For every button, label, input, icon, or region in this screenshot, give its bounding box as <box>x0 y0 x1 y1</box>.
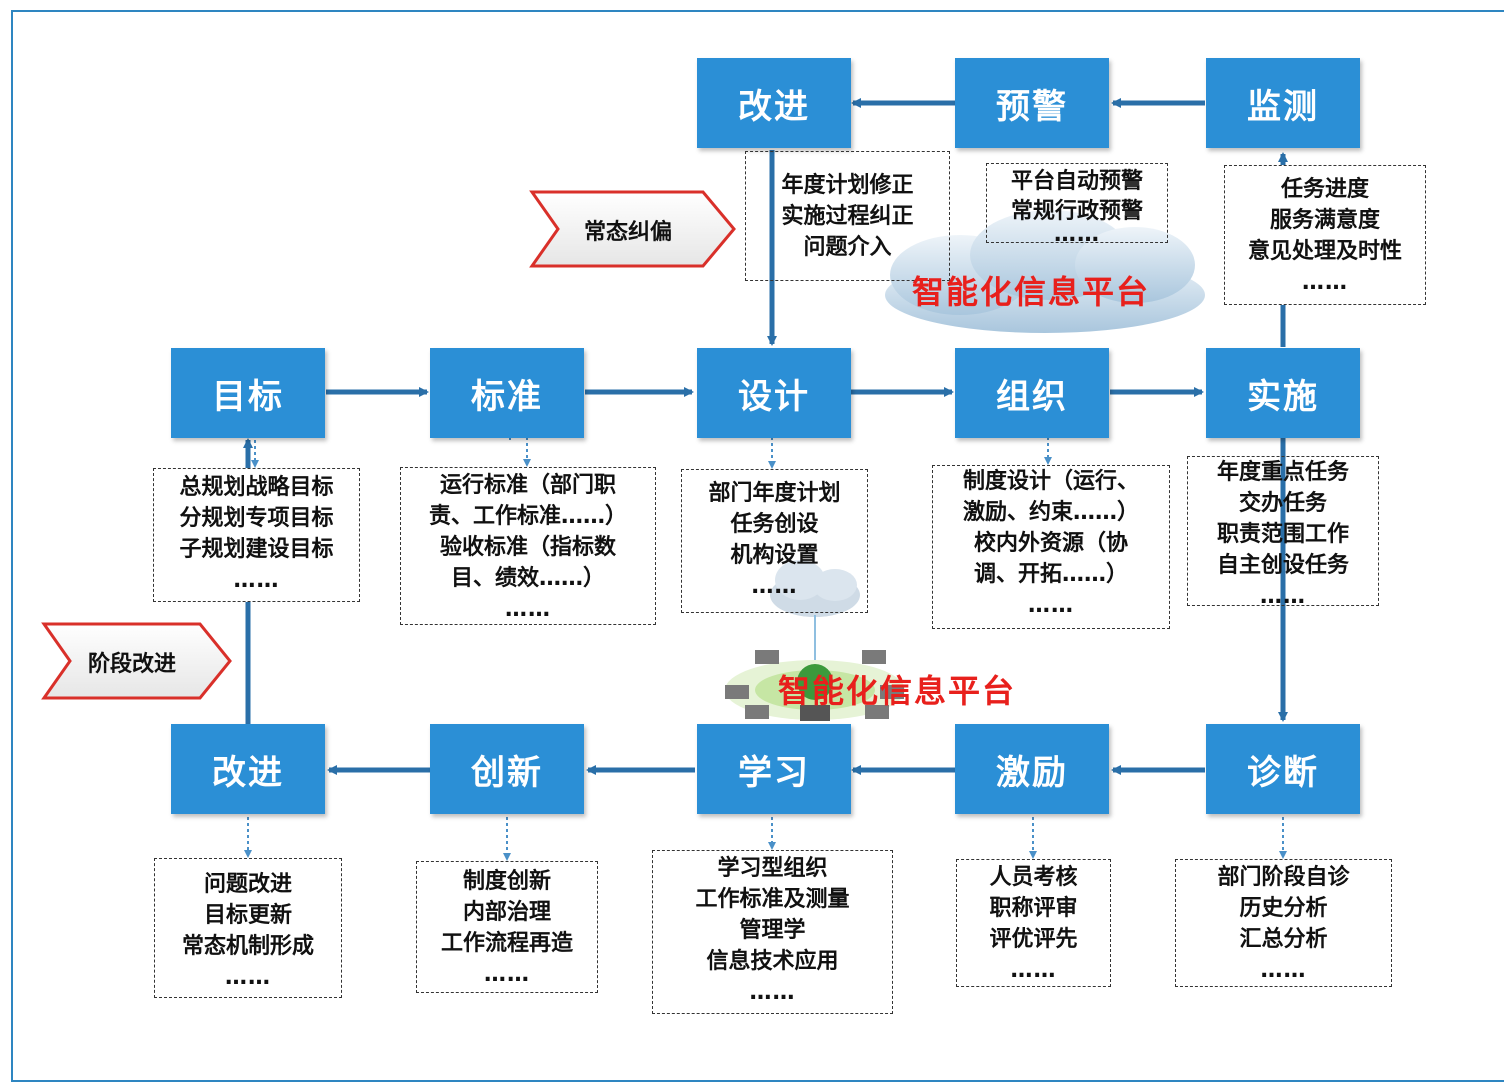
box-line: 管理学 <box>739 918 806 943</box>
stage-improvement-label: 阶段改进 <box>88 652 177 677</box>
box-line: 常态机制形成 <box>181 934 314 959</box>
node-standard: 标准 <box>430 348 584 438</box>
box-line: …… <box>1010 958 1057 983</box>
box-line: 校内外资源（协 <box>973 531 1128 556</box>
cloud-top-icon <box>885 210 1205 333</box>
box-top-improve: 年度计划修正 实施过程纠正 问题介入 <box>745 151 950 281</box>
box-line: 任务创设 <box>730 512 819 537</box>
box-line: 工作流程再造 <box>440 931 573 956</box>
box-bottom-improve: 问题改进 目标更新 常态机制形成 …… <box>154 858 342 998</box>
box-line: 激励、约束……） <box>962 500 1139 525</box>
box-learn: 学习型组织 工作标准及测量 管理学 信息技术应用 …… <box>652 850 893 1014</box>
box-line: …… <box>1054 222 1100 247</box>
box-warning: 平台自动预警 常规行政预警 …… <box>986 163 1168 247</box>
node-learn: 学习 <box>697 724 851 814</box>
box-line: …… <box>751 574 798 599</box>
box-line: 工作标准及测量 <box>695 887 850 912</box>
box-line: 验收标准（指标数 <box>439 535 616 560</box>
box-design: 部门年度计划 任务创设 机构设置 …… <box>681 469 868 613</box>
node-diagnose: 诊断 <box>1206 724 1360 814</box>
box-line: …… <box>1028 593 1074 618</box>
box-line: 汇总分析 <box>1239 927 1328 952</box>
box-line: 自主创设任务 <box>1216 553 1349 578</box>
box-line: 目、绩效……） <box>450 566 605 591</box>
chevron-stage-improvement <box>41 622 232 700</box>
node-design: 设计 <box>697 348 851 438</box>
node-top-improve: 改进 <box>697 58 851 148</box>
node-goal: 目标 <box>171 348 325 438</box>
box-line: 实施过程纠正 <box>781 204 914 229</box>
box-line: 职责范围工作 <box>1216 522 1349 547</box>
box-line: …… <box>233 568 280 593</box>
box-implement: 年度重点任务 交办任务 职责范围工作 自主创设任务 …… <box>1187 456 1379 609</box>
box-monitor: 任务进度 服务满意度 意见处理及时性 …… <box>1224 165 1426 305</box>
box-line: 年度重点任务 <box>1216 460 1349 485</box>
box-line: 历史分析 <box>1239 896 1328 921</box>
node-monitor: 监测 <box>1206 58 1360 148</box>
box-line: 目标更新 <box>203 903 292 928</box>
box-incentive: 人员考核 职称评审 评优评先 …… <box>956 859 1111 987</box>
box-line: 调、开拓……） <box>973 562 1128 587</box>
box-line: …… <box>1260 584 1306 609</box>
chevron-routine-correction <box>529 190 736 268</box>
box-line: 学习型组织 <box>717 856 828 881</box>
box-line: 机构设置 <box>730 543 819 568</box>
box-line: …… <box>505 597 551 622</box>
box-line: 部门阶段自诊 <box>1217 865 1350 890</box>
box-line: 人员考核 <box>989 865 1078 890</box>
box-line: 内部治理 <box>462 900 551 925</box>
network-illustration-icon <box>725 560 905 721</box>
box-line: 任务进度 <box>1280 177 1369 202</box>
box-line: …… <box>225 965 271 990</box>
box-line: 部门年度计划 <box>708 481 841 506</box>
box-innovate: 制度创新 内部治理 工作流程再造 …… <box>416 861 598 993</box>
box-line: 意见处理及时性 <box>1247 239 1402 264</box>
box-line: 问题介入 <box>803 235 892 260</box>
platform-center-label: 智能化信息平台 <box>778 672 1017 710</box>
platform-top-label: 智能化信息平台 <box>912 273 1151 311</box>
node-innovate: 创新 <box>430 724 584 814</box>
box-line: 交办任务 <box>1238 491 1327 516</box>
box-line: 分规划专项目标 <box>179 506 334 531</box>
box-organize: 制度设计（运行、 激励、约束……） 校内外资源（协 调、开拓……） …… <box>932 465 1170 629</box>
box-diagnose: 部门阶段自诊 历史分析 汇总分析 …… <box>1175 859 1392 987</box>
box-line: 责、工作标准……） <box>428 504 627 529</box>
box-line: …… <box>1260 958 1307 983</box>
box-line: 信息技术应用 <box>706 949 839 974</box>
node-incentive: 激励 <box>955 724 1109 814</box>
box-line: 总规划战略目标 <box>179 475 334 500</box>
node-implement: 实施 <box>1206 348 1360 438</box>
node-bottom-improve: 改进 <box>171 724 325 814</box>
box-line: 评优评先 <box>989 927 1078 952</box>
box-line: …… <box>1302 270 1348 295</box>
box-standard: 运行标准（部门职 责、工作标准……） 验收标准（指标数 目、绩效……） …… <box>400 467 656 625</box>
box-line: 常规行政预警 <box>1010 199 1143 224</box>
box-line: …… <box>749 980 796 1005</box>
box-line: 运行标准（部门职 <box>439 473 616 498</box>
box-line: 服务满意度 <box>1269 208 1380 233</box>
box-line: 制度设计（运行、 <box>962 469 1139 494</box>
node-warning: 预警 <box>955 58 1109 148</box>
box-line: 制度创新 <box>462 869 551 894</box>
box-line: 年度计划修正 <box>781 173 914 198</box>
box-goal: 总规划战略目标 分规划专项目标 子规划建设目标 …… <box>153 468 360 602</box>
box-line: 子规划建设目标 <box>179 537 334 562</box>
routine-correction-label: 常态纠偏 <box>584 220 673 245</box>
box-line: 职称评审 <box>989 896 1078 921</box>
box-line: 问题改进 <box>203 872 292 897</box>
box-line: 平台自动预警 <box>1010 169 1143 194</box>
box-line: …… <box>484 962 530 987</box>
node-organize: 组织 <box>955 348 1109 438</box>
